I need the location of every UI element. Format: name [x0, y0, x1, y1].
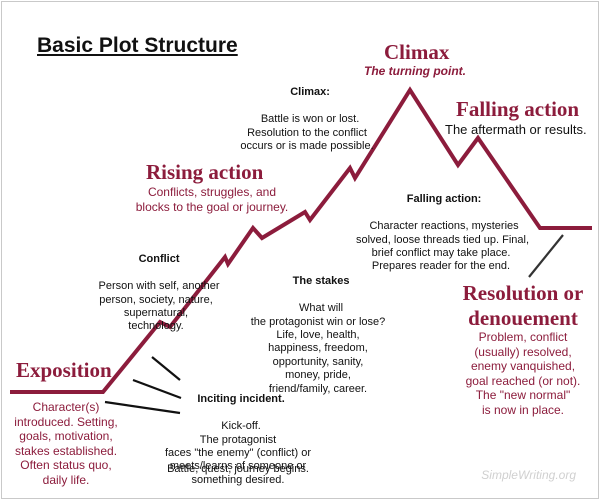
- inciting-pointer-line-1: [132, 378, 182, 400]
- inciting-incident-note: Inciting incident. Kick-off. The protago…: [150, 380, 326, 487]
- inciting-incident-footer: Battle, quest, journey begins.: [167, 463, 309, 475]
- rising-action-subheading: Conflicts, struggles, and blocks to the …: [135, 185, 289, 214]
- climax-note: Climax: Battle is won or lost. Resolutio…: [232, 73, 382, 153]
- plot-arc-line: [10, 86, 592, 394]
- exposition-heading: Exposition: [16, 358, 112, 382]
- stakes-note-title: The stakes: [292, 275, 350, 288]
- climax-subheading: The turning point.: [364, 64, 466, 78]
- falling-action-subheading: The aftermath or results.: [445, 122, 587, 137]
- conflict-note: Conflict Person with self, another perso…: [82, 240, 230, 334]
- resolution-pointer-line: [528, 234, 564, 278]
- climax-heading: Climax: [384, 40, 450, 64]
- conflict-note-text: Person with self, another person, societ…: [98, 280, 220, 333]
- falling-action-note: Falling action: Character reactions, mys…: [356, 180, 530, 274]
- climax-note-title: Climax:: [290, 86, 330, 99]
- inciting-pointer-line-2: [151, 356, 181, 381]
- watermark: SimpleWriting.org: [481, 468, 576, 482]
- climax-note-text: Battle is won or lost. Resolution to the…: [240, 113, 374, 153]
- exposition-text: Character(s) introduced. Setting, goals,…: [14, 400, 118, 487]
- falling-action-heading: Falling action: [456, 97, 580, 121]
- stakes-note-text: What will the protagonist win or lose? L…: [250, 302, 386, 395]
- falling-action-note-text: Character reactions, mysteries solved, l…: [356, 220, 530, 273]
- conflict-note-title: Conflict: [138, 253, 180, 266]
- falling-action-note-title: Falling action:: [406, 193, 482, 206]
- rising-action-heading: Rising action: [146, 160, 264, 184]
- inciting-incident-text: Kick-off. The protagonist faces "the ene…: [165, 420, 311, 486]
- resolution-heading: Resolution or denouement: [462, 281, 584, 330]
- diagram-title: Basic Plot Structure: [37, 34, 238, 57]
- resolution-text: Problem, conflict (usually) resolved, en…: [465, 330, 581, 417]
- inciting-incident-title: Inciting incident.: [197, 393, 285, 406]
- exposition-pointer-line: [104, 400, 181, 415]
- stakes-note: The stakes What will the protagonist win…: [238, 262, 398, 396]
